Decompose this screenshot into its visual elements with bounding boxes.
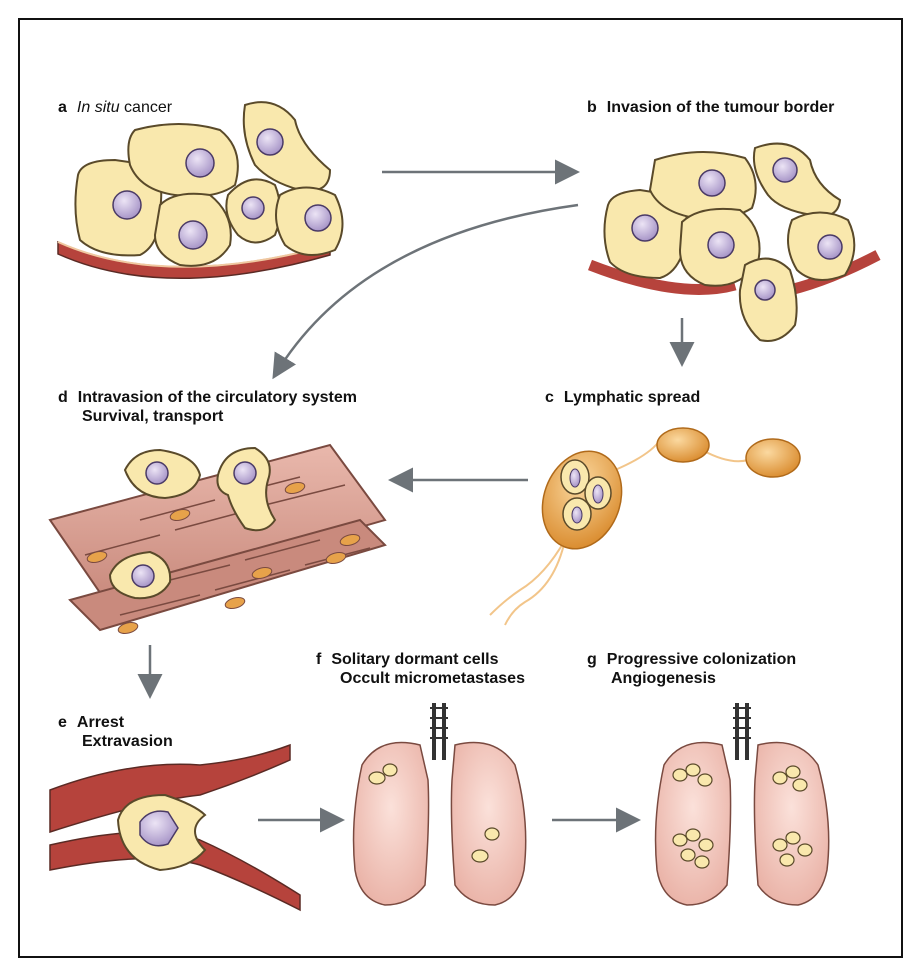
panel-f-title: Solitary dormant cells — [331, 651, 498, 668]
panel-g-title: Progressive colonization — [607, 651, 796, 668]
label-panel-f: f Solitary dormant cells Occult micrometa… — [316, 650, 525, 688]
panel-a-in-situ-cancer — [58, 102, 343, 278]
panel-e-title: Arrest — [77, 714, 124, 731]
panel-b-invasion — [590, 144, 878, 341]
panel-a-title-italic: In situ — [77, 99, 120, 116]
panel-b-title: Invasion of the tumour border — [607, 99, 835, 116]
panel-c-letter: c — [545, 389, 554, 406]
panel-a-letter: a — [58, 99, 67, 116]
panel-c-lymphatic-spread — [490, 428, 800, 625]
metastasis-diagram — [0, 0, 923, 928]
label-panel-d: d Intravasion of the circulatory system S… — [58, 388, 357, 426]
panel-g-subtitle: Angiogenesis — [611, 670, 716, 687]
panel-b-letter: b — [587, 99, 597, 116]
panel-d-title: Intravasion of the circulatory system — [78, 389, 357, 406]
label-panel-b: b Invasion of the tumour border — [587, 98, 834, 117]
label-panel-c: c Lymphatic spread — [545, 388, 700, 407]
panel-e-arrest — [50, 745, 300, 910]
panel-g-letter: g — [587, 651, 597, 668]
panel-f-subtitle: Occult micrometastases — [340, 670, 525, 687]
panel-c-title: Lymphatic spread — [564, 389, 700, 406]
panel-f-lungs — [354, 703, 526, 905]
panel-f-letter: f — [316, 651, 321, 668]
panel-e-letter: e — [58, 714, 67, 731]
label-panel-e: e Arrest Extravasion — [58, 713, 173, 751]
panel-d-letter: d — [58, 389, 68, 406]
panel-g-lungs — [656, 703, 829, 905]
panel-d-intravasion — [50, 445, 385, 635]
label-panel-g: g Progressive colonization Angiogenesis — [587, 650, 796, 688]
panel-d-subtitle: Survival, transport — [82, 408, 223, 425]
label-panel-a: a In situ cancer — [58, 98, 172, 117]
panel-e-subtitle: Extravasion — [82, 733, 173, 750]
panel-a-title: cancer — [120, 99, 172, 116]
